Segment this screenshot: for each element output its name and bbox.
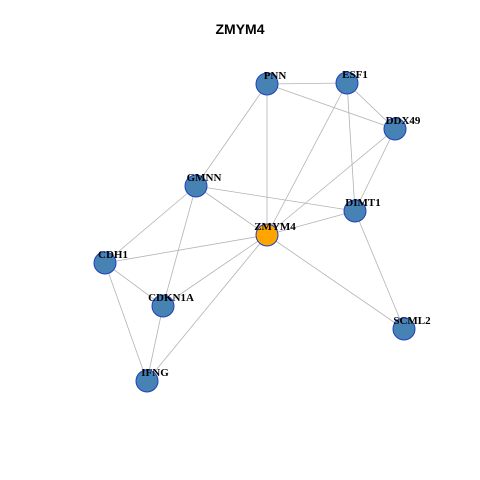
node-circle-dimt1 [343,199,367,223]
node-circle-pnn [255,72,279,96]
node-label-scml2: SCML2 [393,315,431,327]
edge-zmym4-ifng [146,234,268,382]
node-label-pnn: PNN [264,70,287,82]
node-circle-scml2 [392,317,416,341]
node-scml2: SCML2 [392,315,431,341]
edge-dimt1-zmym4 [266,210,356,236]
edge-pnn-gmnn [195,83,268,187]
edge-esf1-dimt1 [346,82,356,212]
edge-ddx49-zmym4 [266,128,396,236]
node-pnn: PNN [255,70,287,96]
node-circle-gmnn [184,174,208,198]
node-circle-cdh1 [93,251,117,275]
node-circle-zmym4 [255,223,279,247]
edge-gmnn-zmym4 [195,185,268,236]
node-label-gmnn: GMNN [187,172,222,184]
edge-zmym4-cdh1 [104,234,268,264]
node-label-zmym4: ZMYM4 [254,221,296,233]
node-label-dimt1: DIMT1 [345,197,380,209]
node-esf1: ESF1 [335,69,368,95]
network-title: ZMYM4 [215,21,265,37]
node-label-cdkn1a: CDKN1A [148,292,194,304]
node-circle-esf1 [335,71,359,95]
edge-cdh1-ifng [104,262,148,382]
node-zmym4: ZMYM4 [254,221,296,247]
edge-gmnn-cdh1 [104,185,197,264]
edge-ddx49-dimt1 [354,128,396,212]
node-label-ifng: IFNG [141,367,169,379]
node-ifng: IFNG [135,367,169,393]
edge-zmym4-scml2 [266,234,405,330]
edge-esf1-zmym4 [266,82,348,236]
node-label-ddx49: DDX49 [386,115,421,127]
edge-pnn-esf1 [266,82,348,85]
node-circle-ddx49 [383,117,407,141]
edge-dimt1-scml2 [354,210,405,330]
edge-gmnn-cdkn1a [162,185,197,307]
node-ddx49: DDX49 [383,115,421,141]
edge-cdkn1a-ifng [146,305,164,382]
edge-zmym4-cdkn1a [162,234,268,307]
node-dimt1: DIMT1 [343,197,381,223]
node-circle-cdkn1a [151,294,175,318]
edge-pnn-ddx49 [266,83,396,130]
node-label-esf1: ESF1 [342,69,368,81]
node-circle-ifng [135,369,159,393]
edges-layer [104,82,405,382]
node-cdh1: CDH1 [93,249,128,275]
edge-cdh1-cdkn1a [104,262,164,307]
edge-gmnn-dimt1 [195,185,356,212]
node-gmnn: GMNN [184,172,222,198]
node-label-cdh1: CDH1 [98,249,128,261]
node-cdkn1a: CDKN1A [148,292,194,318]
